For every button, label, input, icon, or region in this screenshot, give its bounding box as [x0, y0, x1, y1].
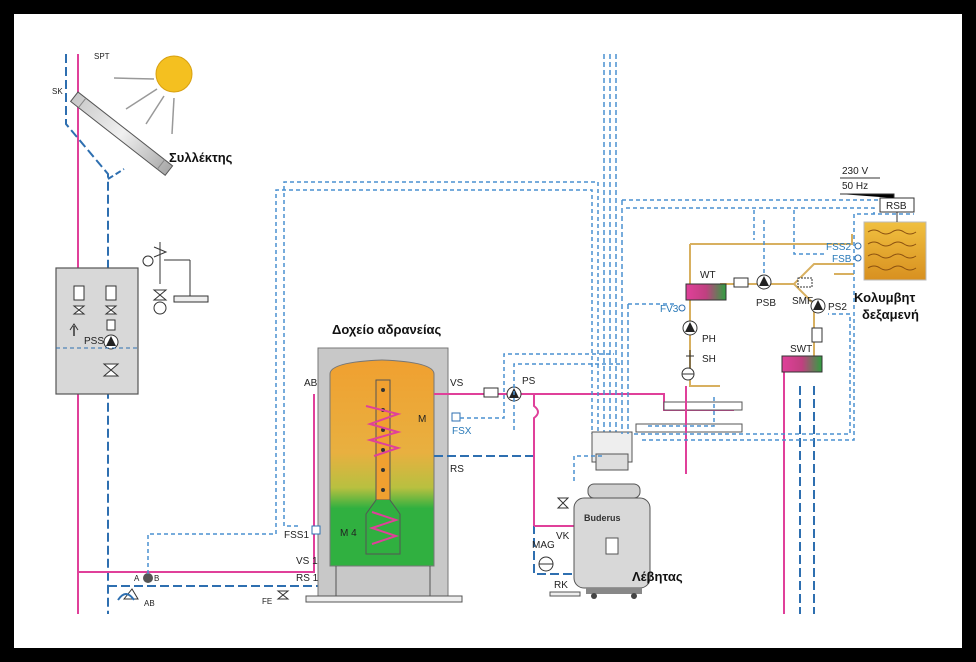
sh-label: SH — [702, 354, 716, 365]
vs-label: VS — [450, 378, 464, 389]
rs-label: RS — [450, 464, 464, 475]
ps2-label: PS2 — [828, 302, 847, 313]
pool-label-line1: Κολυμβητ — [854, 290, 915, 305]
ph-label: PH — [702, 334, 716, 345]
voltage-label: 230 V — [842, 166, 868, 177]
boiler-brand-label: Buderus — [584, 513, 621, 523]
vk-valve-icon — [556, 497, 570, 509]
distribution-plate-bottom — [635, 423, 743, 433]
solar-station-components — [69, 285, 120, 377]
sk-label: SK — [52, 87, 63, 96]
distribution-plate-top — [663, 401, 743, 411]
check-valve-icon — [483, 387, 499, 398]
fsb-label: FSB — [832, 254, 852, 265]
swt-label: SWT — [790, 344, 812, 355]
boiler-unit — [573, 431, 651, 599]
boiler-label: Λέβητας — [632, 569, 683, 584]
fv3-label: FV3 — [660, 304, 679, 315]
pool-label-line2: δεξαμενή — [862, 307, 919, 322]
m-label: M — [418, 414, 426, 425]
psb-check-valve-icon — [733, 277, 749, 288]
pool-pipe-yellow — [690, 234, 853, 245]
valve-b-label: B — [154, 574, 159, 583]
mag-label: MAG — [532, 540, 555, 551]
frequency-label: 50 Hz — [842, 181, 868, 192]
fss1-sensor — [311, 525, 321, 535]
wt-label: WT — [700, 270, 716, 281]
pss-label: PSS — [84, 336, 104, 347]
valve-ab-label: AB — [144, 599, 155, 608]
fsx-sensor — [451, 412, 461, 422]
fe-valve-icon — [276, 590, 290, 600]
fss2-label: FSS2 — [826, 242, 851, 253]
fe-label: FE — [262, 597, 272, 606]
swt-heat-exchanger — [781, 355, 823, 373]
fsx-label: FSX — [452, 426, 472, 437]
vs1-label: VS 1 — [296, 556, 318, 567]
mixing-valve-icon — [143, 573, 153, 583]
safety-group — [142, 242, 209, 315]
spt-label: SPT — [94, 52, 110, 61]
tank-return-pipe — [434, 455, 574, 575]
vk-label: VK — [556, 531, 570, 542]
fss1-label: FSS1 — [284, 530, 309, 541]
wt-heat-exchanger — [685, 283, 727, 301]
rsb-label: RSB — [886, 201, 907, 212]
control-line-fss1 — [283, 181, 599, 527]
tank-lower-coil — [368, 511, 400, 545]
diagram-svg: SPT SK Συλλέκτης PSS A B AB FE — [52, 52, 927, 614]
smf-label: SMF — [792, 296, 813, 307]
solar-station-box — [55, 267, 139, 395]
storage-tank-label: Δοχείο αδρανείας — [332, 322, 442, 337]
rk-label: RK — [554, 580, 568, 591]
solar-collector — [69, 91, 174, 177]
ab-label: AB — [304, 378, 318, 389]
tank-upper-coil — [365, 405, 402, 457]
valve-a-label: A — [134, 574, 140, 583]
ps-label: PS — [522, 376, 536, 387]
hydraulic-diagram: SPT SK Συλλέκτης PSS A B AB FE — [14, 14, 962, 648]
sun-icon — [113, 55, 193, 135]
m4-label: M 4 — [340, 528, 357, 539]
collector-label: Συλλέκτης — [169, 150, 233, 165]
psb-label: PSB — [756, 298, 776, 309]
rs1-label: RS 1 — [296, 573, 319, 584]
smf-filter-icon — [797, 277, 813, 288]
